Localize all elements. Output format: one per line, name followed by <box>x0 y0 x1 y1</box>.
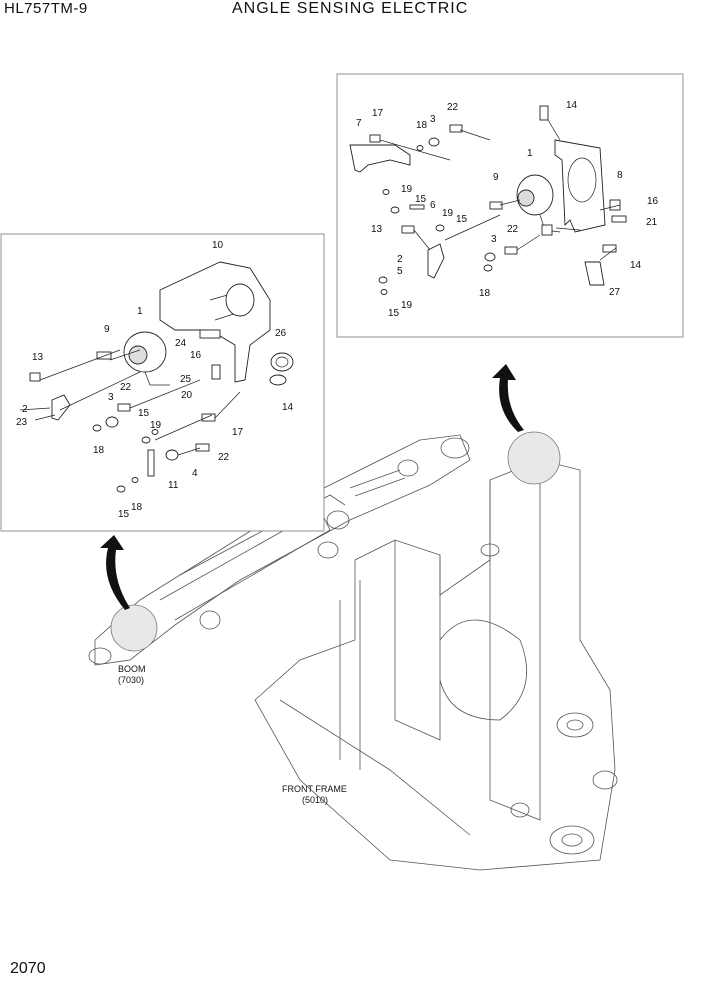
callout-c19: 19 <box>150 420 162 431</box>
callout-c3b: 3 <box>491 234 497 245</box>
callout-c24: 24 <box>175 338 187 349</box>
front-frame-ref: (5010) <box>302 795 328 805</box>
left-callout-labels: 10 1 9 26 24 16 13 25 20 22 2 23 3 15 14… <box>16 240 294 520</box>
callout-c9: 9 <box>104 324 110 335</box>
callout-c9: 9 <box>493 172 499 183</box>
front-frame-caption: FRONT FRAME <box>282 784 347 794</box>
callout-c2: 2 <box>22 404 28 415</box>
callout-c18b: 18 <box>479 288 491 299</box>
callout-c17: 17 <box>372 108 384 119</box>
frame-detail-circle <box>507 431 561 485</box>
callout-c15b: 15 <box>456 214 468 225</box>
callout-c27: 27 <box>609 287 621 298</box>
boom-ref: (7030) <box>118 675 144 685</box>
callout-c15a: 15 <box>415 194 427 205</box>
callout-c20: 20 <box>181 390 193 401</box>
callout-c6: 6 <box>430 200 436 211</box>
callout-c22b: 22 <box>218 452 230 463</box>
callout-c13: 13 <box>371 224 383 235</box>
callout-c1: 1 <box>137 306 143 317</box>
callout-c26: 26 <box>275 328 287 339</box>
callout-c19c: 19 <box>401 300 413 311</box>
frame-arrow-icon <box>492 364 524 432</box>
callout-c18a: 18 <box>93 445 105 456</box>
callout-c19a: 19 <box>401 184 413 195</box>
callout-c1: 1 <box>527 148 533 159</box>
callout-c22b: 22 <box>507 224 519 235</box>
boom-caption: BOOM <box>118 664 146 674</box>
callout-c23: 23 <box>16 417 28 428</box>
callout-c14a: 14 <box>566 100 578 111</box>
callout-c11: 11 <box>168 480 179 491</box>
callout-c16: 16 <box>647 196 659 207</box>
callout-c18a: 18 <box>416 120 428 131</box>
boom-detail-circle <box>110 604 158 652</box>
callout-c21: 21 <box>646 217 658 228</box>
callout-c15b: 15 <box>118 509 130 520</box>
callout-c5: 5 <box>397 266 403 277</box>
front-frame-drawing <box>254 431 618 871</box>
right-detail-panel <box>336 73 684 338</box>
callout-c4: 4 <box>192 468 198 479</box>
callout-c15c: 15 <box>388 308 400 319</box>
callout-c3: 3 <box>108 392 114 403</box>
callout-c22a: 22 <box>120 382 132 393</box>
callout-c3a: 3 <box>430 114 436 125</box>
callout-c25: 25 <box>180 374 192 385</box>
callout-c18b: 18 <box>131 502 143 513</box>
callout-c13: 13 <box>32 352 44 363</box>
model-number: HL757TM-9 <box>4 0 88 17</box>
page-title: ANGLE SENSING ELECTRIC <box>232 0 469 17</box>
left-detail-panel <box>0 233 325 532</box>
callout-c17: 17 <box>232 427 244 438</box>
callout-c2: 2 <box>397 254 403 265</box>
callout-c22a: 22 <box>447 102 459 113</box>
callout-c14b: 14 <box>630 260 642 271</box>
page-number: 2070 <box>10 960 46 977</box>
callout-c15a: 15 <box>138 408 150 419</box>
callout-c8: 8 <box>617 170 623 181</box>
boom-arrow-icon <box>100 535 130 610</box>
callout-c16: 16 <box>190 350 202 361</box>
right-callout-labels: 17 18 3 22 14 7 1 8 19 15 9 16 6 19 15 2… <box>356 100 659 319</box>
boom-drawing <box>88 434 471 666</box>
callout-c19b: 19 <box>442 208 454 219</box>
callout-c10: 10 <box>212 240 224 251</box>
callout-c14: 14 <box>282 402 294 413</box>
callout-c7: 7 <box>356 118 362 129</box>
